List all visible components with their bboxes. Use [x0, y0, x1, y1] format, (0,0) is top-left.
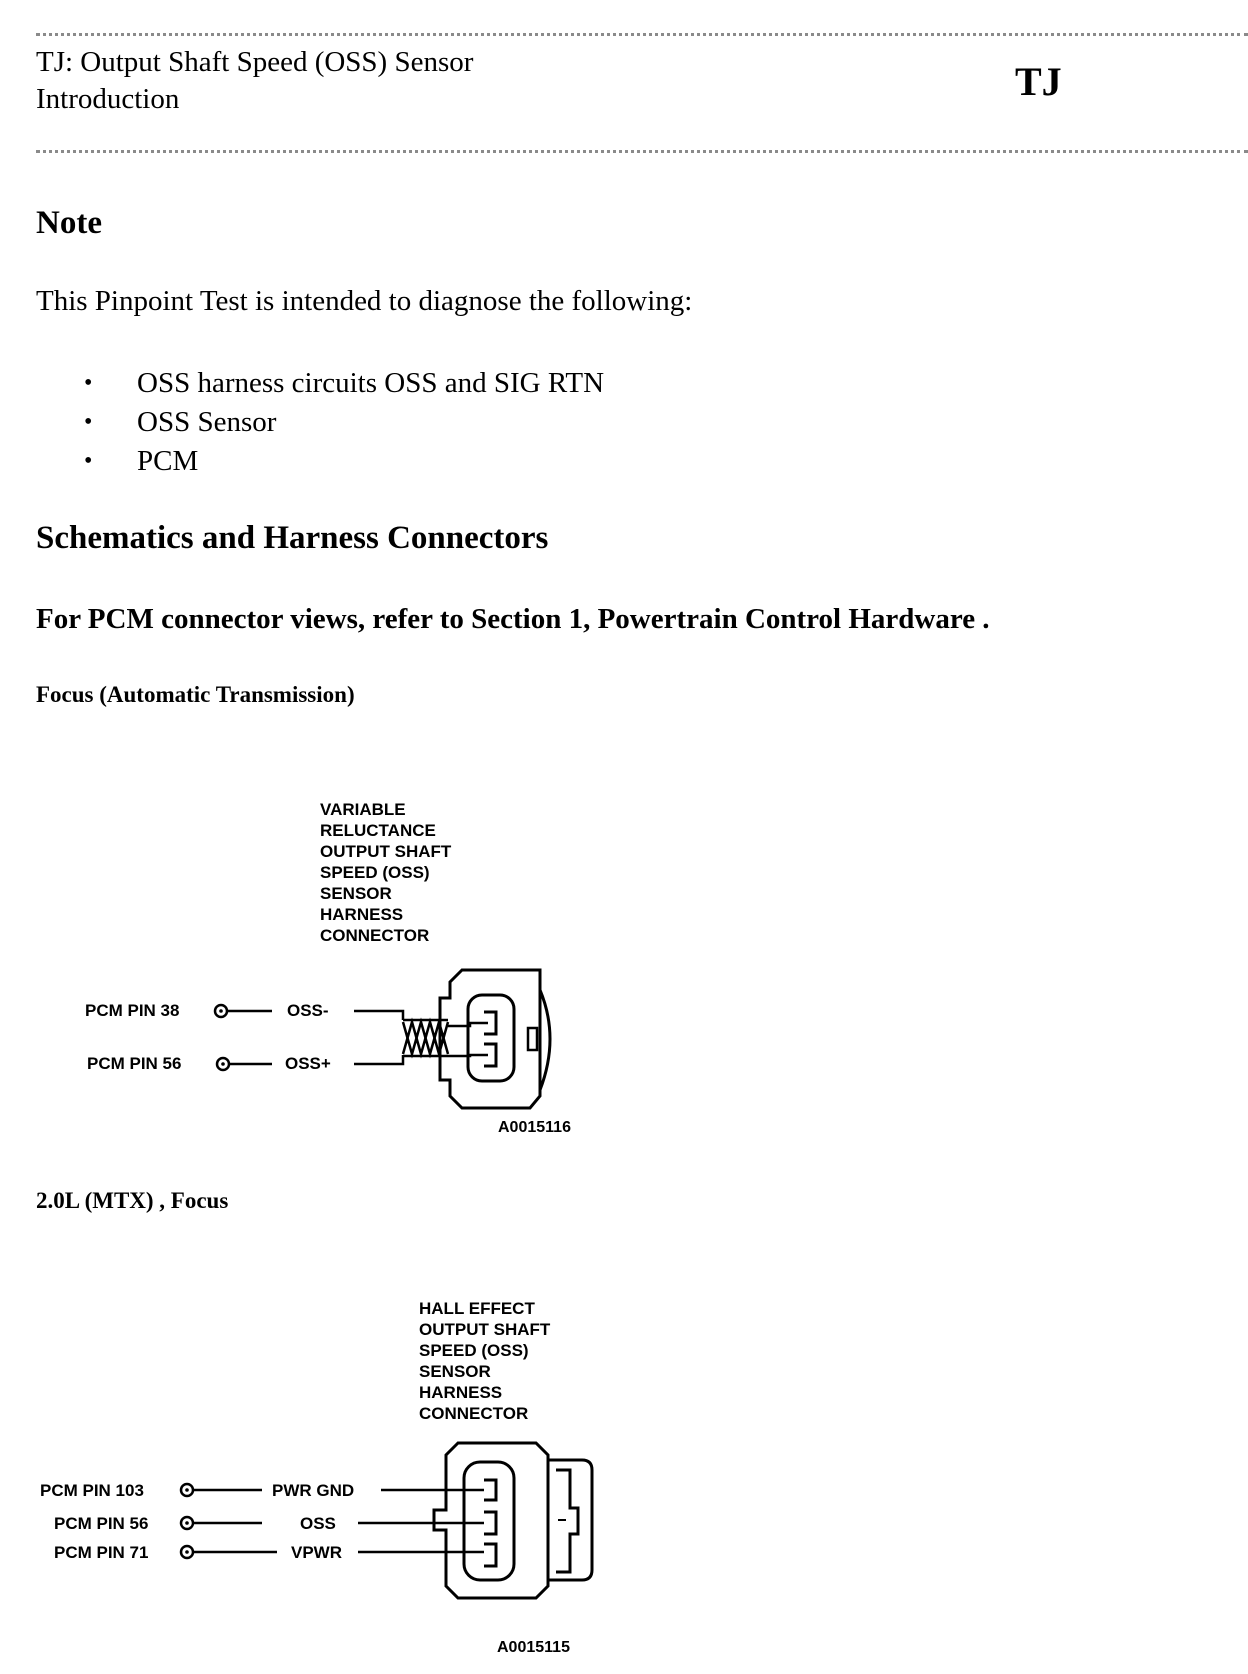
oss-connector-icon: [432, 1441, 594, 1600]
figure2-pin-label: PCM PIN 56: [54, 1514, 148, 1533]
bullet-icon: •: [84, 370, 93, 396]
figure1-circuit-label: OSS+: [285, 1054, 331, 1073]
page-title-line1: TJ: Output Shaft Speed (OSS) Sensor: [36, 46, 474, 78]
list-item: • OSS harness circuits OSS and SIG RTN: [36, 364, 604, 403]
list-item: • OSS Sensor: [36, 403, 604, 442]
schematics-heading: Schematics and Harness Connectors: [36, 520, 549, 556]
figure2-label-line: CONNECTOR: [419, 1404, 528, 1423]
section-code: TJ: [1015, 59, 1062, 104]
diagnose-list: • OSS harness circuits OSS and SIG RTN • O…: [36, 364, 604, 481]
figure2-schematic: HALL EFFECT OUTPUT SHAFT SPEED (OSS) SEN…: [40, 1299, 594, 1656]
figure2-pin-label: PCM PIN 103: [40, 1481, 144, 1500]
terminal-dot: [185, 1521, 189, 1525]
bullet-icon: •: [84, 448, 93, 474]
pcm-reference: For PCM connector views, refer to Sectio…: [36, 603, 990, 635]
terminal-dot: [185, 1550, 189, 1554]
note-heading: Note: [36, 205, 102, 241]
figure1-caption: Focus (Automatic Transmission): [36, 682, 355, 707]
terminal-dot: [219, 1009, 223, 1013]
header-bottom-rule: [36, 150, 1248, 153]
note-intro: This Pinpoint Test is intended to diagno…: [36, 285, 693, 317]
figure1-schematic: VARIABLE RELUCTANCE OUTPUT SHAFT SPEED (…: [85, 800, 571, 1136]
figure1-label-line: SENSOR: [320, 884, 392, 903]
figure2-label-line: OUTPUT SHAFT: [419, 1320, 551, 1339]
figure2-circuit-label: PWR GND: [272, 1481, 354, 1500]
figure2-caption: 2.0L (MTX) , Focus: [36, 1188, 229, 1213]
figure2-circuit-label: OSS: [300, 1514, 336, 1533]
figure1-id: A0015116: [498, 1119, 571, 1136]
figure2-id: A0015115: [497, 1639, 570, 1656]
figure2-label-line: HARNESS: [419, 1383, 502, 1402]
figure1-label-line: RELUCTANCE: [320, 821, 436, 840]
list-item-text: OSS Sensor: [137, 406, 277, 438]
figure1-pin-label: PCM PIN 56: [87, 1054, 181, 1073]
wire-line: [354, 1055, 405, 1066]
figure1-label-line: OUTPUT SHAFT: [320, 842, 452, 861]
figure2-label-line: SPEED (OSS): [419, 1341, 529, 1360]
figure2-label-line: HALL EFFECT: [419, 1299, 535, 1318]
oss-connector-icon: [438, 968, 552, 1110]
figure1-label-line: VARIABLE: [320, 800, 406, 819]
page-title-line2: Introduction: [36, 83, 180, 115]
terminal-dot: [221, 1062, 225, 1066]
figure1-label-line: CONNECTOR: [320, 926, 429, 945]
figure1-pin-label: PCM PIN 38: [85, 1001, 179, 1020]
list-item: • PCM: [36, 442, 604, 481]
figure1-circuit-label: OSS-: [287, 1001, 329, 1020]
bullet-icon: •: [84, 409, 93, 435]
terminal-dot: [185, 1488, 189, 1492]
wire-line: [354, 1009, 405, 1020]
figure2-label-line: SENSOR: [419, 1362, 491, 1381]
figure2-circuit-label: VPWR: [291, 1543, 342, 1562]
figure1-label-line: HARNESS: [320, 905, 403, 924]
page-title: TJ: Output Shaft Speed (OSS) Sensor Intr…: [36, 44, 473, 118]
header-top-rule: [36, 33, 1248, 36]
figure1-label-line: SPEED (OSS): [320, 863, 430, 882]
figure2-pin-label: PCM PIN 71: [54, 1543, 148, 1562]
list-item-text: PCM: [137, 445, 199, 477]
list-item-text: OSS harness circuits OSS and SIG RTN: [137, 367, 605, 399]
